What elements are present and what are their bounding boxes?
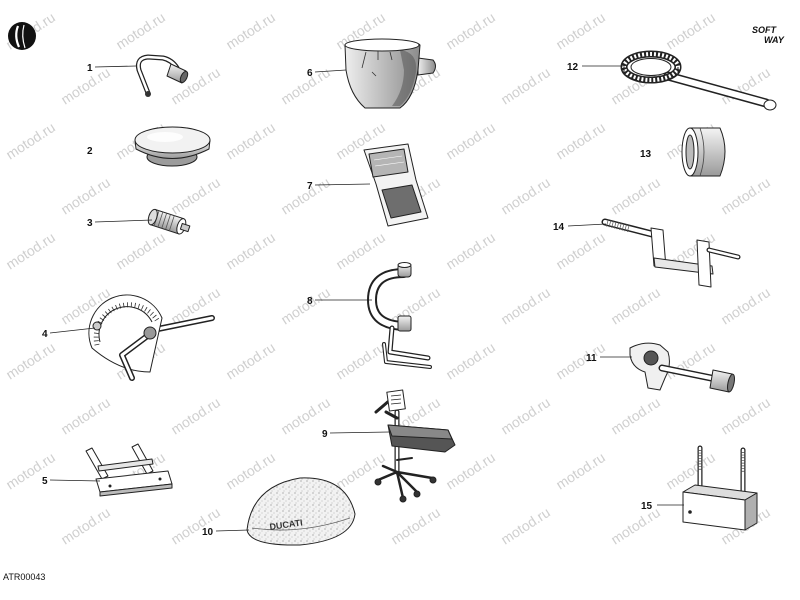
callout-labels: 1 2 3 4 5 6 7 8 9 10 11 12 13 14 15 — [42, 62, 653, 538]
watermark-text: motod.ru — [58, 174, 113, 218]
tool-7-handheld-tester — [363, 143, 429, 227]
callout-label-15[interactable]: 15 — [641, 501, 653, 512]
watermark-text: motod.ru — [333, 229, 388, 273]
watermark-text: motod.ru — [223, 9, 278, 53]
callout-label-7[interactable]: 7 — [307, 181, 313, 192]
watermark-text: motod.ru — [718, 394, 773, 438]
watermark-text: motod.ru — [498, 284, 553, 328]
watermark-text: motod.ru — [718, 284, 773, 328]
tool-9-stand — [374, 389, 456, 503]
watermark-text: motod.ru — [498, 64, 553, 108]
watermark-text: motod.ru — [278, 174, 333, 218]
watermark-text: motod.ru — [3, 449, 58, 493]
watermark-text: motod.ru — [498, 174, 553, 218]
callout-label-12[interactable]: 12 — [567, 62, 579, 73]
watermark-text: motod.ru — [663, 9, 718, 53]
leader-lines — [49, 65, 684, 532]
watermark-text: motod.ru — [223, 229, 278, 273]
callout-label-10[interactable]: 10 — [202, 527, 214, 538]
watermark-text: motod.ru — [443, 9, 498, 53]
watermark-text: motod.ru — [3, 339, 58, 383]
tool-10-ducati-marking: DUCATI — [269, 517, 303, 532]
watermark-text: motod.ru — [608, 284, 663, 328]
callout-label-1[interactable]: 1 — [87, 63, 93, 74]
callout-label-11[interactable]: 11 — [586, 353, 597, 364]
watermark-text: motod.ru — [113, 9, 168, 53]
callout-label-8[interactable]: 8 — [307, 296, 313, 307]
callout-label-14[interactable]: 14 — [553, 222, 565, 233]
watermark-text: motod.ru — [443, 339, 498, 383]
watermark-text: motod.ru — [113, 229, 168, 273]
callout-label-9[interactable]: 9 — [322, 429, 328, 440]
watermark-text: motod.ru — [498, 394, 553, 438]
tool-14-yoke — [601, 218, 741, 288]
watermark-text: motod.ru — [608, 394, 663, 438]
watermark-text: motod.ru — [168, 174, 223, 218]
callout-label-3[interactable]: 3 — [87, 218, 93, 229]
watermark-text: motod.ru — [333, 339, 388, 383]
tool-4-degree-wheel — [88, 294, 215, 381]
tool-13-sleeve — [681, 127, 726, 177]
logo-top-text: SOFT — [752, 25, 778, 35]
logo-bottom-text: WAY — [764, 35, 785, 45]
watermark-text: motod.ru — [223, 449, 278, 493]
watermark-text: motod.ru — [608, 504, 663, 548]
tool-1-crank — [135, 54, 189, 97]
softway-logo: SOFT WAY — [752, 25, 785, 45]
figure-code: ATR00043 — [3, 572, 45, 582]
tool-8-c-clamp — [367, 262, 432, 369]
watermark-text: motod.ru — [553, 119, 608, 163]
watermark-text: motod.ru — [58, 504, 113, 548]
tool-2-cap — [134, 126, 211, 167]
watermark-text: motod.ru — [3, 119, 58, 163]
watermark-text: motod.ru — [443, 449, 498, 493]
watermark-text: motod.ru — [278, 284, 333, 328]
corner-logo-icon — [8, 22, 36, 50]
watermark-text: motod.ru — [443, 229, 498, 273]
watermark-text: motod.ru — [58, 64, 113, 108]
leader-line-3 — [94, 219, 153, 223]
tool-12-ring-wrench — [620, 50, 777, 111]
leader-line-10 — [215, 529, 250, 532]
watermark-text: motod.ru — [223, 119, 278, 163]
callout-label-2[interactable]: 2 — [87, 146, 93, 157]
tool-10-dome-cover: DUCATI — [246, 477, 356, 546]
watermark-text: motod.ru — [278, 64, 333, 108]
callout-label-4[interactable]: 4 — [42, 329, 48, 340]
watermark-text: motod.ru — [663, 449, 718, 493]
watermark-text: motod.ru — [333, 449, 388, 493]
watermark-text: motod.ru — [388, 504, 443, 548]
leader-line-4 — [49, 327, 96, 334]
callout-label-13[interactable]: 13 — [640, 149, 652, 160]
watermark-text: motod.ru — [58, 394, 113, 438]
watermark-text: motod.ru — [608, 174, 663, 218]
tool-6-holder — [344, 38, 436, 109]
leader-line-7 — [314, 183, 371, 186]
watermark-text: motod.ru — [443, 119, 498, 163]
watermark-text: motod.ru — [168, 504, 223, 548]
tool-11-puller — [629, 342, 735, 393]
watermark-text: motod.ru — [718, 174, 773, 218]
tool-5-bracket — [85, 443, 173, 497]
watermark-text: motod.ru — [553, 229, 608, 273]
leader-line-5 — [49, 479, 101, 482]
tool-3-cylinder — [147, 208, 191, 235]
watermark-text: motod.ru — [223, 339, 278, 383]
watermark-text: motod.ru — [553, 339, 608, 383]
callout-label-6[interactable]: 6 — [307, 68, 313, 79]
watermark-text: motod.ru — [168, 394, 223, 438]
leader-line-6 — [314, 69, 347, 73]
leader-line-9 — [329, 431, 391, 434]
watermark-text: motod.ru — [553, 449, 608, 493]
watermark-text: motod.ru — [3, 229, 58, 273]
leader-line-1 — [94, 65, 137, 68]
watermark-text: motod.ru — [553, 9, 608, 53]
callout-label-5[interactable]: 5 — [42, 476, 48, 487]
watermark-text: motod.ru — [498, 504, 553, 548]
leader-line-14 — [567, 223, 607, 227]
tool-15-stud-plate — [682, 445, 758, 531]
